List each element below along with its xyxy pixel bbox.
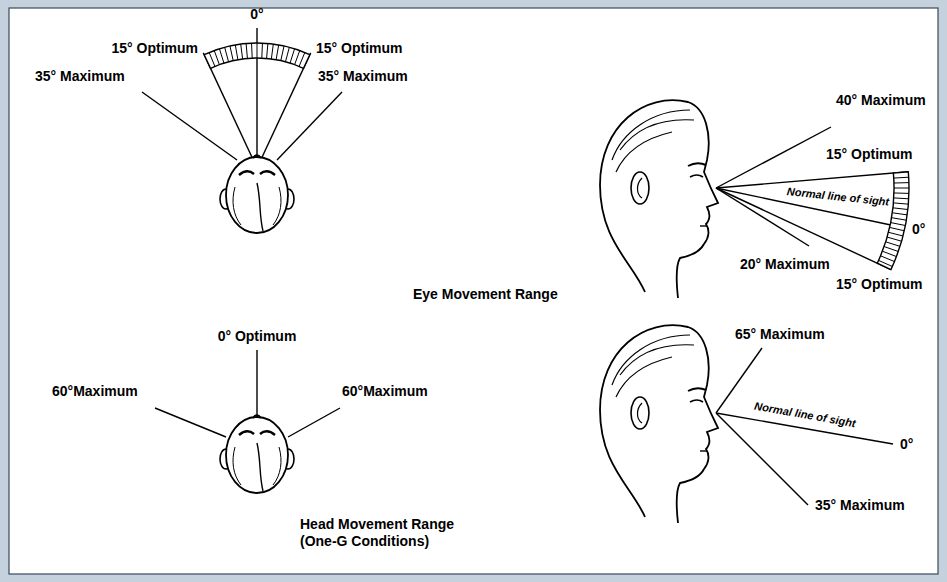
scale-tick — [886, 242, 900, 247]
optimum-scale — [204, 43, 310, 68]
scale-tick — [267, 43, 268, 58]
scale-tick — [892, 218, 907, 221]
angle-label: 20° Maximum — [740, 256, 830, 273]
scale-tick — [290, 49, 295, 63]
scale-tick — [219, 49, 224, 63]
angle-label: 65° Maximum — [735, 326, 825, 343]
scale-tick — [295, 51, 300, 65]
scale-tick — [241, 44, 243, 59]
scale-ticks — [879, 177, 909, 266]
scale-tick — [888, 232, 903, 236]
sight-line-label: Normal line of sight — [753, 400, 856, 431]
head-side-view — [600, 325, 718, 523]
scale-tick — [892, 213, 907, 215]
scale-tick — [209, 53, 215, 67]
scale-tick — [894, 192, 909, 193]
scale-tick — [299, 53, 305, 67]
scale-tick — [894, 182, 909, 183]
scale-tick — [881, 256, 895, 262]
scale-tick — [890, 227, 905, 230]
scale-tick — [893, 208, 908, 210]
angle-label: 0° — [900, 436, 913, 453]
angle-label: 60°Maximum — [342, 383, 428, 400]
section-caption: Head Movement Range (One-G Conditions) — [300, 516, 480, 550]
panel — [9, 8, 938, 574]
scale-tick — [891, 223, 906, 226]
angle-label: 15° Optimum — [316, 40, 403, 57]
scale-tick — [251, 43, 253, 58]
scale-tick — [257, 43, 258, 58]
scale-tick — [879, 260, 893, 266]
scale-tick — [261, 43, 263, 58]
scale-tick — [246, 43, 247, 58]
scale-tick — [894, 177, 909, 179]
angle-label: 35° Maximum — [318, 68, 408, 85]
sight-line-label: Normal line of sight — [786, 185, 890, 209]
scale-tick — [230, 46, 233, 61]
head-top-view — [220, 155, 294, 233]
angle-label: 60°Maximum — [52, 383, 138, 400]
scale-tick — [884, 247, 898, 252]
head-top-view — [220, 415, 294, 493]
scale-tick — [285, 47, 289, 61]
angle-label: 15° Optimum — [111, 40, 198, 57]
scale-tick — [887, 237, 901, 241]
scale-tick — [894, 197, 909, 199]
angle-label: 0° — [912, 221, 925, 238]
scale-tick — [214, 51, 219, 65]
head-side-view — [600, 100, 718, 298]
scale-tick — [225, 47, 229, 61]
angle-label: 35° Maximum — [815, 497, 905, 514]
head-vertical-rays — [716, 348, 893, 505]
optimum-scale — [877, 172, 909, 270]
section-caption: Eye Movement Range — [413, 286, 558, 303]
angle-label: 15° Optimum — [836, 276, 923, 293]
angle-label: 0° Optimum — [218, 328, 297, 345]
angle-label: 0° — [250, 6, 263, 23]
scale-tick — [894, 188, 909, 189]
scale-ticks — [209, 43, 305, 66]
scale-tick — [893, 203, 908, 204]
scale-tick — [271, 44, 273, 59]
scale-tick — [276, 45, 279, 60]
scale-tick — [882, 251, 896, 256]
scale-tick — [235, 45, 238, 60]
angle-label: 40° Maximum — [836, 92, 926, 109]
angle-label: 15° Optimum — [826, 146, 913, 163]
scale-tick — [281, 46, 284, 61]
angle-label: 35° Maximum — [35, 68, 125, 85]
